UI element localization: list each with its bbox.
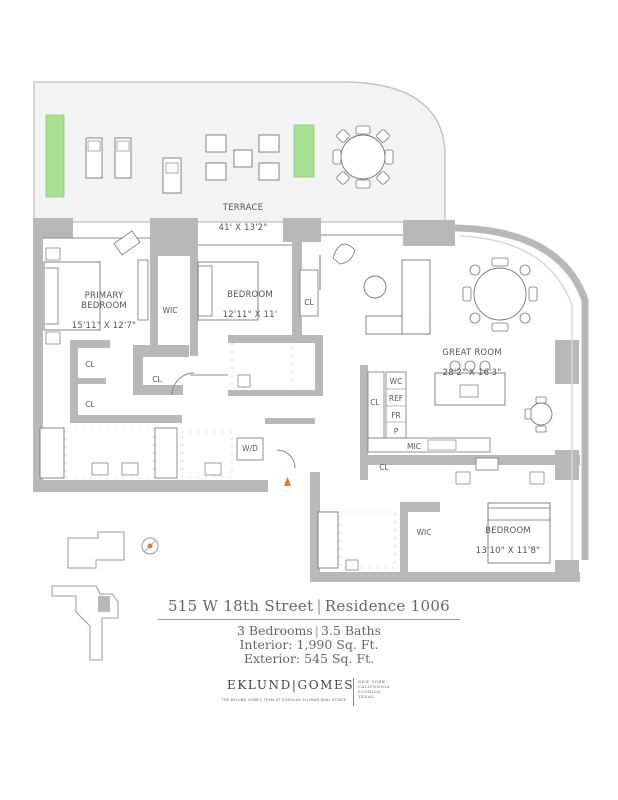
bedroom-3-label: BEDROOM 13'10" X 11'8" xyxy=(470,516,546,566)
bedroom-2-label: BEDROOM 12'11" X 11' xyxy=(214,280,286,330)
primary-bedroom-name: PRIMARY BEDROOM xyxy=(81,291,127,311)
fr-label: FR xyxy=(391,411,401,420)
cl-label-bedroom3: CL xyxy=(379,463,389,472)
great-room-label: GREAT ROOM 28'2" X 16'3" xyxy=(430,338,514,388)
bedroom-3-dims: 13'10" X 11'8" xyxy=(475,546,541,556)
planter xyxy=(45,114,65,198)
brand-locations: NEW YORK CALIFORNIA FLORIDA TEXAS xyxy=(358,679,390,699)
cl-label-primary-1: CL xyxy=(85,360,95,369)
wd-label: W/D xyxy=(242,444,258,453)
baths: 3.5 Baths xyxy=(321,623,381,638)
interior-area: Interior: 1,990 Sq. Ft. xyxy=(239,637,379,652)
brand-divider xyxy=(353,678,354,706)
wic-label-primary: WIC xyxy=(162,306,178,315)
residence: Residence 1006 xyxy=(324,597,451,615)
ref-label: REF xyxy=(388,394,404,403)
pantry-label: P xyxy=(393,427,399,436)
listing-specs: 3 Bedrooms|3.5 Baths Interior: 1,990 Sq.… xyxy=(150,624,468,666)
walls xyxy=(33,218,580,582)
brand-tagline: THE EKLUND GOMES TEAM AT DOUGLAS ELLIMAN… xyxy=(221,698,347,702)
mic-label: MIC xyxy=(407,442,421,451)
cl-label-kitchen: CL xyxy=(370,398,380,407)
bedroom-2-name: BEDROOM xyxy=(227,290,273,300)
brand-logo: EKLUND|GOMES THE EKLUND GOMES TEAM AT DO… xyxy=(218,674,408,710)
listing-title: 515 W 18th Street|Residence 1006 xyxy=(167,597,451,615)
planter xyxy=(293,124,315,178)
wc-label: WC xyxy=(389,377,403,386)
key-plan xyxy=(67,531,125,569)
entry-marker xyxy=(284,477,291,486)
bedrooms: 3 Bedrooms xyxy=(236,623,313,638)
brand-name: EKLUND|GOMES xyxy=(227,678,355,692)
wic-label-bedroom3: WIC xyxy=(416,528,432,537)
bedroom-3-name: BEDROOM xyxy=(485,526,531,536)
great-room-dims: 28'2" X 16'3" xyxy=(442,368,502,378)
cl-label-hall: CL xyxy=(152,375,162,384)
title-divider xyxy=(158,619,460,620)
terrace-dims: 41' X 13'2" xyxy=(218,223,268,233)
great-room-name: GREAT ROOM xyxy=(442,348,502,358)
listing-info: 515 W 18th Street|Residence 1006 3 Bedro… xyxy=(150,597,468,666)
cl-label-primary-2: CL xyxy=(85,400,95,409)
address: 515 W 18th Street xyxy=(167,597,314,615)
terrace-name: TERRACE xyxy=(222,203,264,213)
terrace-label: TERRACE 41' X 13'2" xyxy=(208,193,278,243)
primary-bedroom-label: PRIMARY BEDROOM 15'11" X 12'7" xyxy=(68,281,140,341)
exterior-area: Exterior: 545 Sq. Ft. xyxy=(243,651,375,666)
cl-label-bedroom2: CL xyxy=(304,298,314,307)
primary-bedroom-dims: 15'11" X 12'7" xyxy=(71,321,137,331)
bedroom-2-dims: 12'11" X 11' xyxy=(222,310,278,320)
